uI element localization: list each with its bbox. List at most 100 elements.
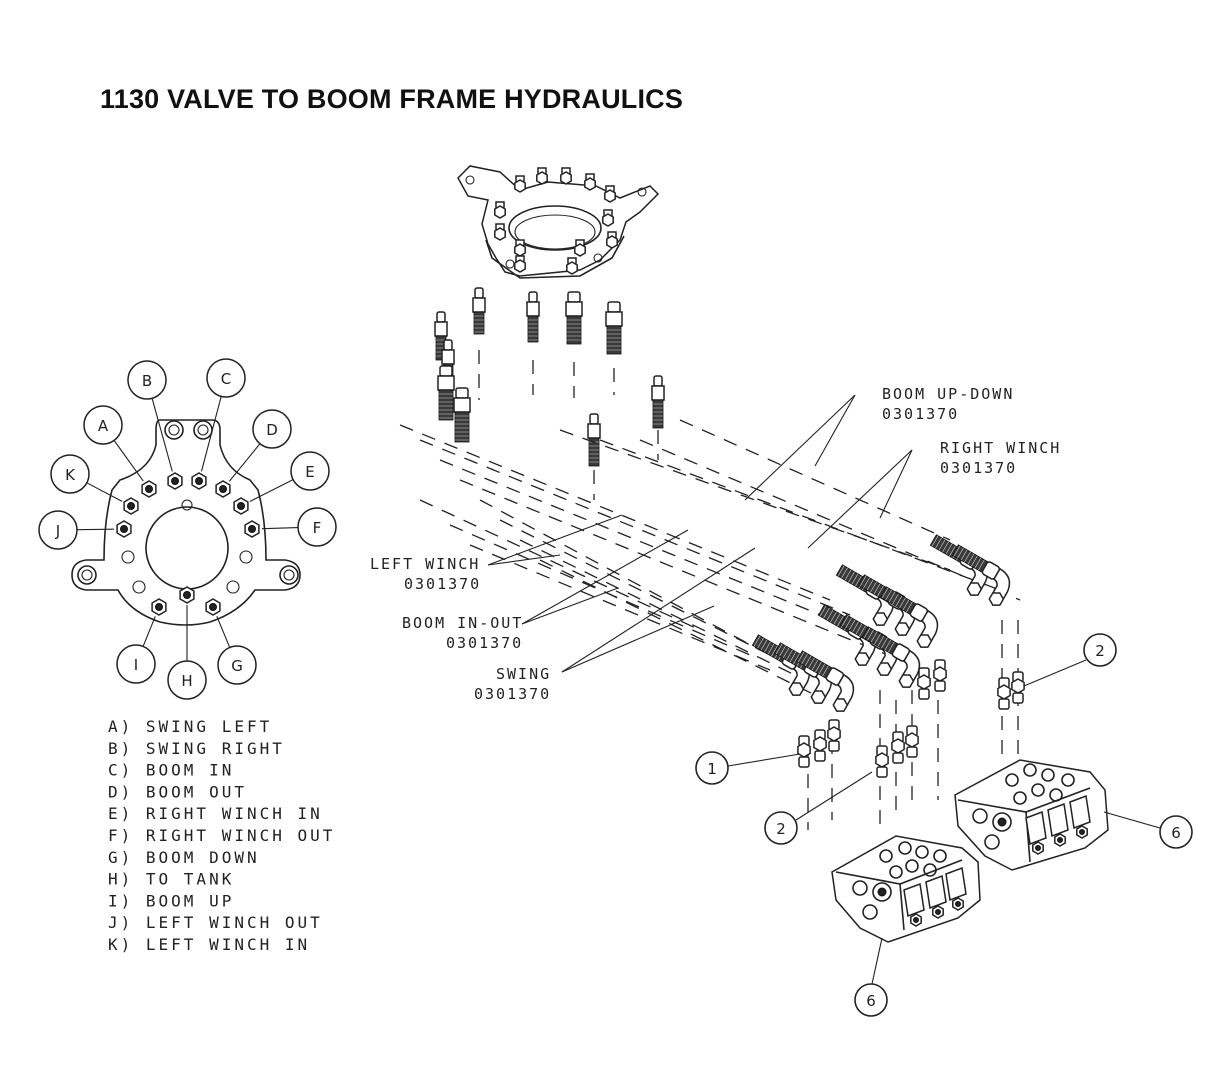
page-title: 1130 VALVE TO BOOM FRAME HYDRAULICS <box>100 84 684 114</box>
swivel-fitting <box>514 239 526 257</box>
bubble-text: 6 <box>866 992 876 1010</box>
port-bubble-a: A <box>83 405 123 445</box>
swivel-fitting <box>606 231 618 249</box>
legend-item: K) LEFT WINCH IN <box>108 935 310 954</box>
valve-spool <box>945 866 967 911</box>
hose-callout-boom-up-down: BOOM UP-DOWN 0301370 <box>744 385 1012 501</box>
port-bubble-j: J <box>38 510 78 550</box>
port-letter: G <box>231 657 243 675</box>
valve-spool <box>1047 802 1069 847</box>
adapter-fitting <box>797 735 811 768</box>
callout-part: 0301370 <box>940 459 1017 477</box>
port-letter: I <box>134 656 138 674</box>
legend-item: A) SWING LEFT <box>108 717 272 736</box>
hose-end <box>861 626 921 688</box>
swivel-fitting <box>560 167 572 185</box>
legend-item: D) BOOM OUT <box>108 782 247 801</box>
adapter-fitting <box>917 667 931 700</box>
control-valve-left <box>831 835 981 943</box>
port-bubble-e: E <box>290 451 330 491</box>
valve-spool <box>903 882 925 927</box>
swivel-fitting <box>514 175 526 193</box>
port-leader-b <box>151 398 173 472</box>
port-bubble-c: C <box>206 358 246 398</box>
legend-item: G) BOOM DOWN <box>108 848 260 867</box>
port-fitting-bore <box>155 603 163 611</box>
port-bubble-d: D <box>252 409 292 449</box>
valve-spool <box>925 874 947 919</box>
port-bubble-b: B <box>127 360 167 400</box>
swivel-fitting <box>584 173 596 191</box>
port-fitting-bore <box>127 502 135 510</box>
callout-part: 0301370 <box>474 685 551 703</box>
port-leader-k <box>86 482 123 502</box>
swivel-fitting <box>574 239 586 257</box>
hose-fitting <box>437 365 455 421</box>
callout-part: 0301370 <box>446 634 523 652</box>
port-letter: K <box>65 466 76 484</box>
adapter-fitting <box>933 659 947 692</box>
hose-fitting <box>526 291 540 343</box>
port-fitting-bore <box>237 502 245 510</box>
port-leader-j <box>76 528 115 531</box>
adapter-fitting <box>827 719 841 752</box>
hose-fitting <box>605 301 623 355</box>
legend-item: F) RIGHT WINCH OUT <box>108 826 335 845</box>
callout-part: 0301370 <box>404 575 481 593</box>
port-leader-f <box>261 527 299 530</box>
port-letter: B <box>142 372 152 390</box>
adapter-fitting <box>905 725 919 758</box>
swivel-fitting <box>494 223 506 241</box>
callout-name: LEFT WINCH <box>370 555 480 573</box>
item-bubble-1: 1 <box>695 751 801 785</box>
port-letter: E <box>305 463 314 481</box>
hose-end <box>795 650 855 712</box>
legend-item: I) BOOM UP <box>108 891 234 910</box>
swivel-fitting <box>566 257 578 275</box>
port-letter: J <box>55 522 60 540</box>
port-leader-e <box>249 479 294 502</box>
swivel-fitting <box>604 185 616 203</box>
swivel-fitting <box>494 201 506 219</box>
port-leader-g <box>216 615 231 648</box>
port-fitting-bore <box>209 603 217 611</box>
port-fitting-bore <box>248 525 256 533</box>
legend-item: C) BOOM IN <box>108 761 234 780</box>
port-leader-i <box>142 616 156 647</box>
item-bubble-2-upper: 2 <box>1023 633 1117 687</box>
hose-fitting <box>651 375 665 429</box>
hose-fitting <box>565 291 583 345</box>
port-leader-c <box>200 396 222 472</box>
port-fitting-bore <box>195 477 203 485</box>
hose-fitting <box>587 413 601 467</box>
adapter-fitting <box>891 731 905 764</box>
port-letter: F <box>313 519 322 537</box>
legend-item: J) LEFT WINCH OUT <box>108 913 323 932</box>
hose-callout-swing: SWING 0301370 <box>474 547 756 703</box>
port-fitting-bore <box>183 591 191 599</box>
legend-item: E) RIGHT WINCH IN <box>108 804 323 823</box>
swivel-fitting <box>536 167 548 185</box>
item-bubble-6-bottom: 6 <box>854 937 888 1017</box>
port-leader-d <box>228 443 261 482</box>
port-bubble-i: I <box>116 644 156 684</box>
swivel-fitting <box>602 209 614 227</box>
callout-name: BOOM IN-OUT <box>402 614 523 632</box>
port-letter: H <box>181 672 192 690</box>
adapter-fitting <box>875 745 889 778</box>
port-plate-view <box>71 396 301 661</box>
bubble-text: 2 <box>776 820 786 838</box>
legend-item: B) SWING RIGHT <box>108 739 285 758</box>
swivel-plate-iso <box>457 165 660 279</box>
item-bubble-6-right: 6 <box>1103 811 1193 849</box>
callout-name: RIGHT WINCH <box>940 439 1061 457</box>
bubble-text: 1 <box>707 760 717 778</box>
adapter-fitting <box>997 677 1011 710</box>
port-bubble-g: G <box>217 645 257 685</box>
port-fitting-bore <box>171 477 179 485</box>
hose-end <box>879 586 939 648</box>
bubble-text: 6 <box>1171 824 1181 842</box>
hose-fitting <box>434 311 448 361</box>
port-letter: C <box>221 370 231 388</box>
